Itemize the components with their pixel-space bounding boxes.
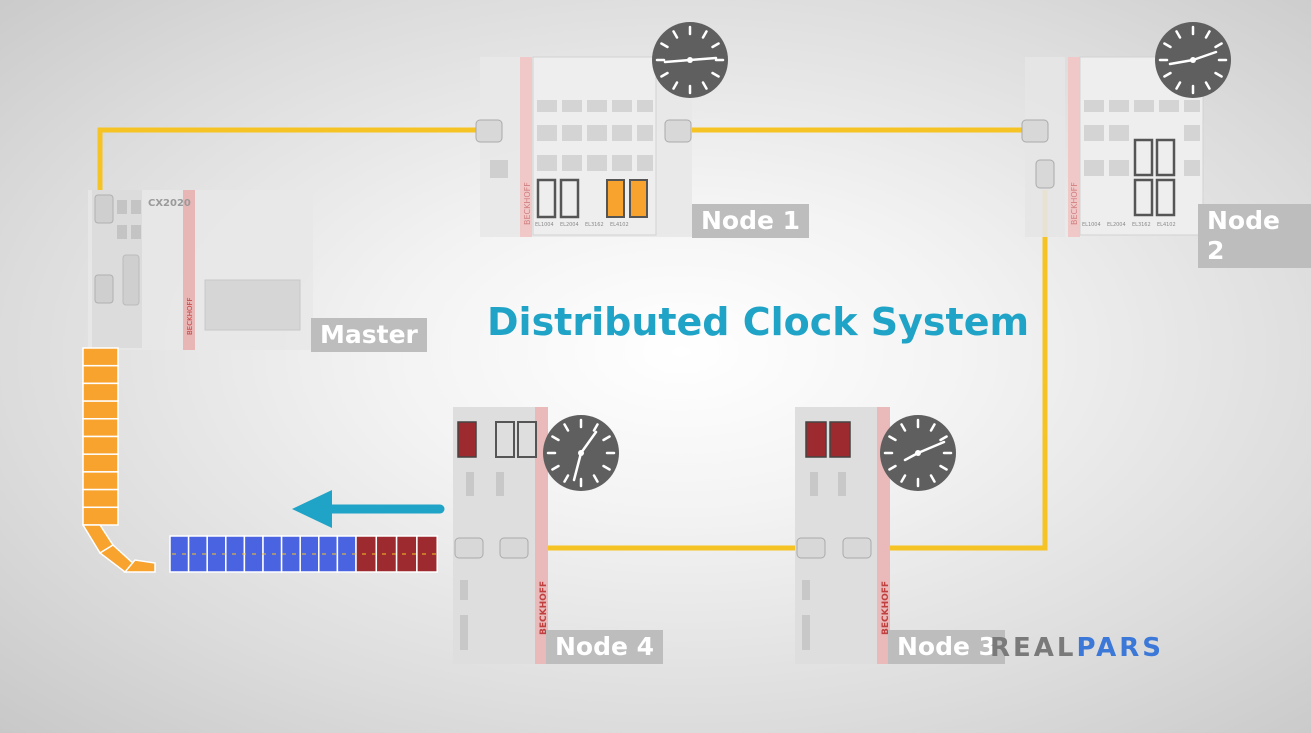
direction-arrow-icon bbox=[292, 490, 445, 528]
ethernet-port-icon bbox=[796, 537, 826, 559]
ethernet-port-icon bbox=[454, 537, 484, 559]
ethernet-port-icon bbox=[499, 537, 529, 559]
ethernet-port-icon bbox=[842, 537, 872, 559]
master-controller bbox=[88, 190, 313, 350]
node-2-module-label: EL4102 bbox=[1157, 222, 1176, 228]
ethernet-port-icon bbox=[94, 274, 114, 304]
ethernet-port-icon bbox=[475, 119, 503, 143]
clock-icon bbox=[652, 22, 728, 98]
realpars-logo: REALPARS bbox=[990, 632, 1164, 664]
ethernet-port-icon bbox=[94, 194, 114, 224]
node-1-brand-label: BECKHOFF bbox=[523, 182, 532, 225]
node-1-module-label: EL3162 bbox=[585, 222, 604, 228]
clock-icon bbox=[1155, 22, 1231, 98]
node-2-module-label: EL2004 bbox=[1107, 222, 1126, 228]
node-4-device bbox=[453, 407, 548, 664]
node-1-module-label: EL1004 bbox=[535, 222, 554, 228]
node-2-module-label: EL1004 bbox=[1082, 222, 1101, 228]
frame-segment-orange bbox=[82, 471, 119, 491]
node-3-device bbox=[795, 407, 890, 664]
node-1-module-label: EL4102 bbox=[610, 222, 629, 228]
ethernet-port-icon bbox=[1035, 159, 1055, 189]
frame-segment-orange bbox=[82, 364, 119, 385]
ethercat-cable bbox=[97, 127, 1048, 551]
master-brand-label: BECKHOFF bbox=[186, 297, 194, 335]
node-2-brand-label: BECKHOFF bbox=[1070, 182, 1079, 225]
node-4-brand-label: BECKHOFF bbox=[539, 581, 549, 635]
node-1-device bbox=[475, 56, 692, 237]
frame-segment-orange bbox=[82, 400, 119, 420]
logo-part-real: REAL bbox=[990, 633, 1077, 663]
frame-segment-orange bbox=[82, 506, 119, 526]
frame-segment-orange bbox=[82, 418, 119, 438]
frame-segment-orange bbox=[82, 453, 119, 473]
ethernet-port-icon bbox=[1021, 119, 1049, 143]
node-3-label: Node 3 bbox=[888, 630, 1006, 664]
master-label: Master bbox=[311, 318, 427, 352]
ethernet-port-icon bbox=[664, 119, 692, 143]
logo-part-pars: PARS bbox=[1076, 633, 1165, 663]
ethercat-frame-train bbox=[81, 347, 438, 573]
frame-segment-orange bbox=[82, 347, 119, 367]
clock-icon bbox=[880, 415, 956, 491]
master-model-label: CX2020 bbox=[148, 198, 191, 209]
node-2-module-label: EL3162 bbox=[1132, 222, 1151, 228]
node-4-label: Node 4 bbox=[546, 630, 664, 664]
frame-segment-orange bbox=[82, 488, 119, 509]
frame-segment-orange bbox=[82, 435, 119, 455]
frame-segment-orange bbox=[82, 382, 119, 402]
node-2-label: Node 2 bbox=[1198, 204, 1311, 268]
frame-segment-red bbox=[416, 535, 438, 573]
node-1-module-label: EL2004 bbox=[560, 222, 579, 228]
clock-icon bbox=[543, 415, 619, 491]
node-3-brand-label: BECKHOFF bbox=[881, 581, 891, 635]
node-1-label: Node 1 bbox=[692, 204, 810, 238]
diagram-title: Distributed Clock System bbox=[487, 300, 1030, 344]
